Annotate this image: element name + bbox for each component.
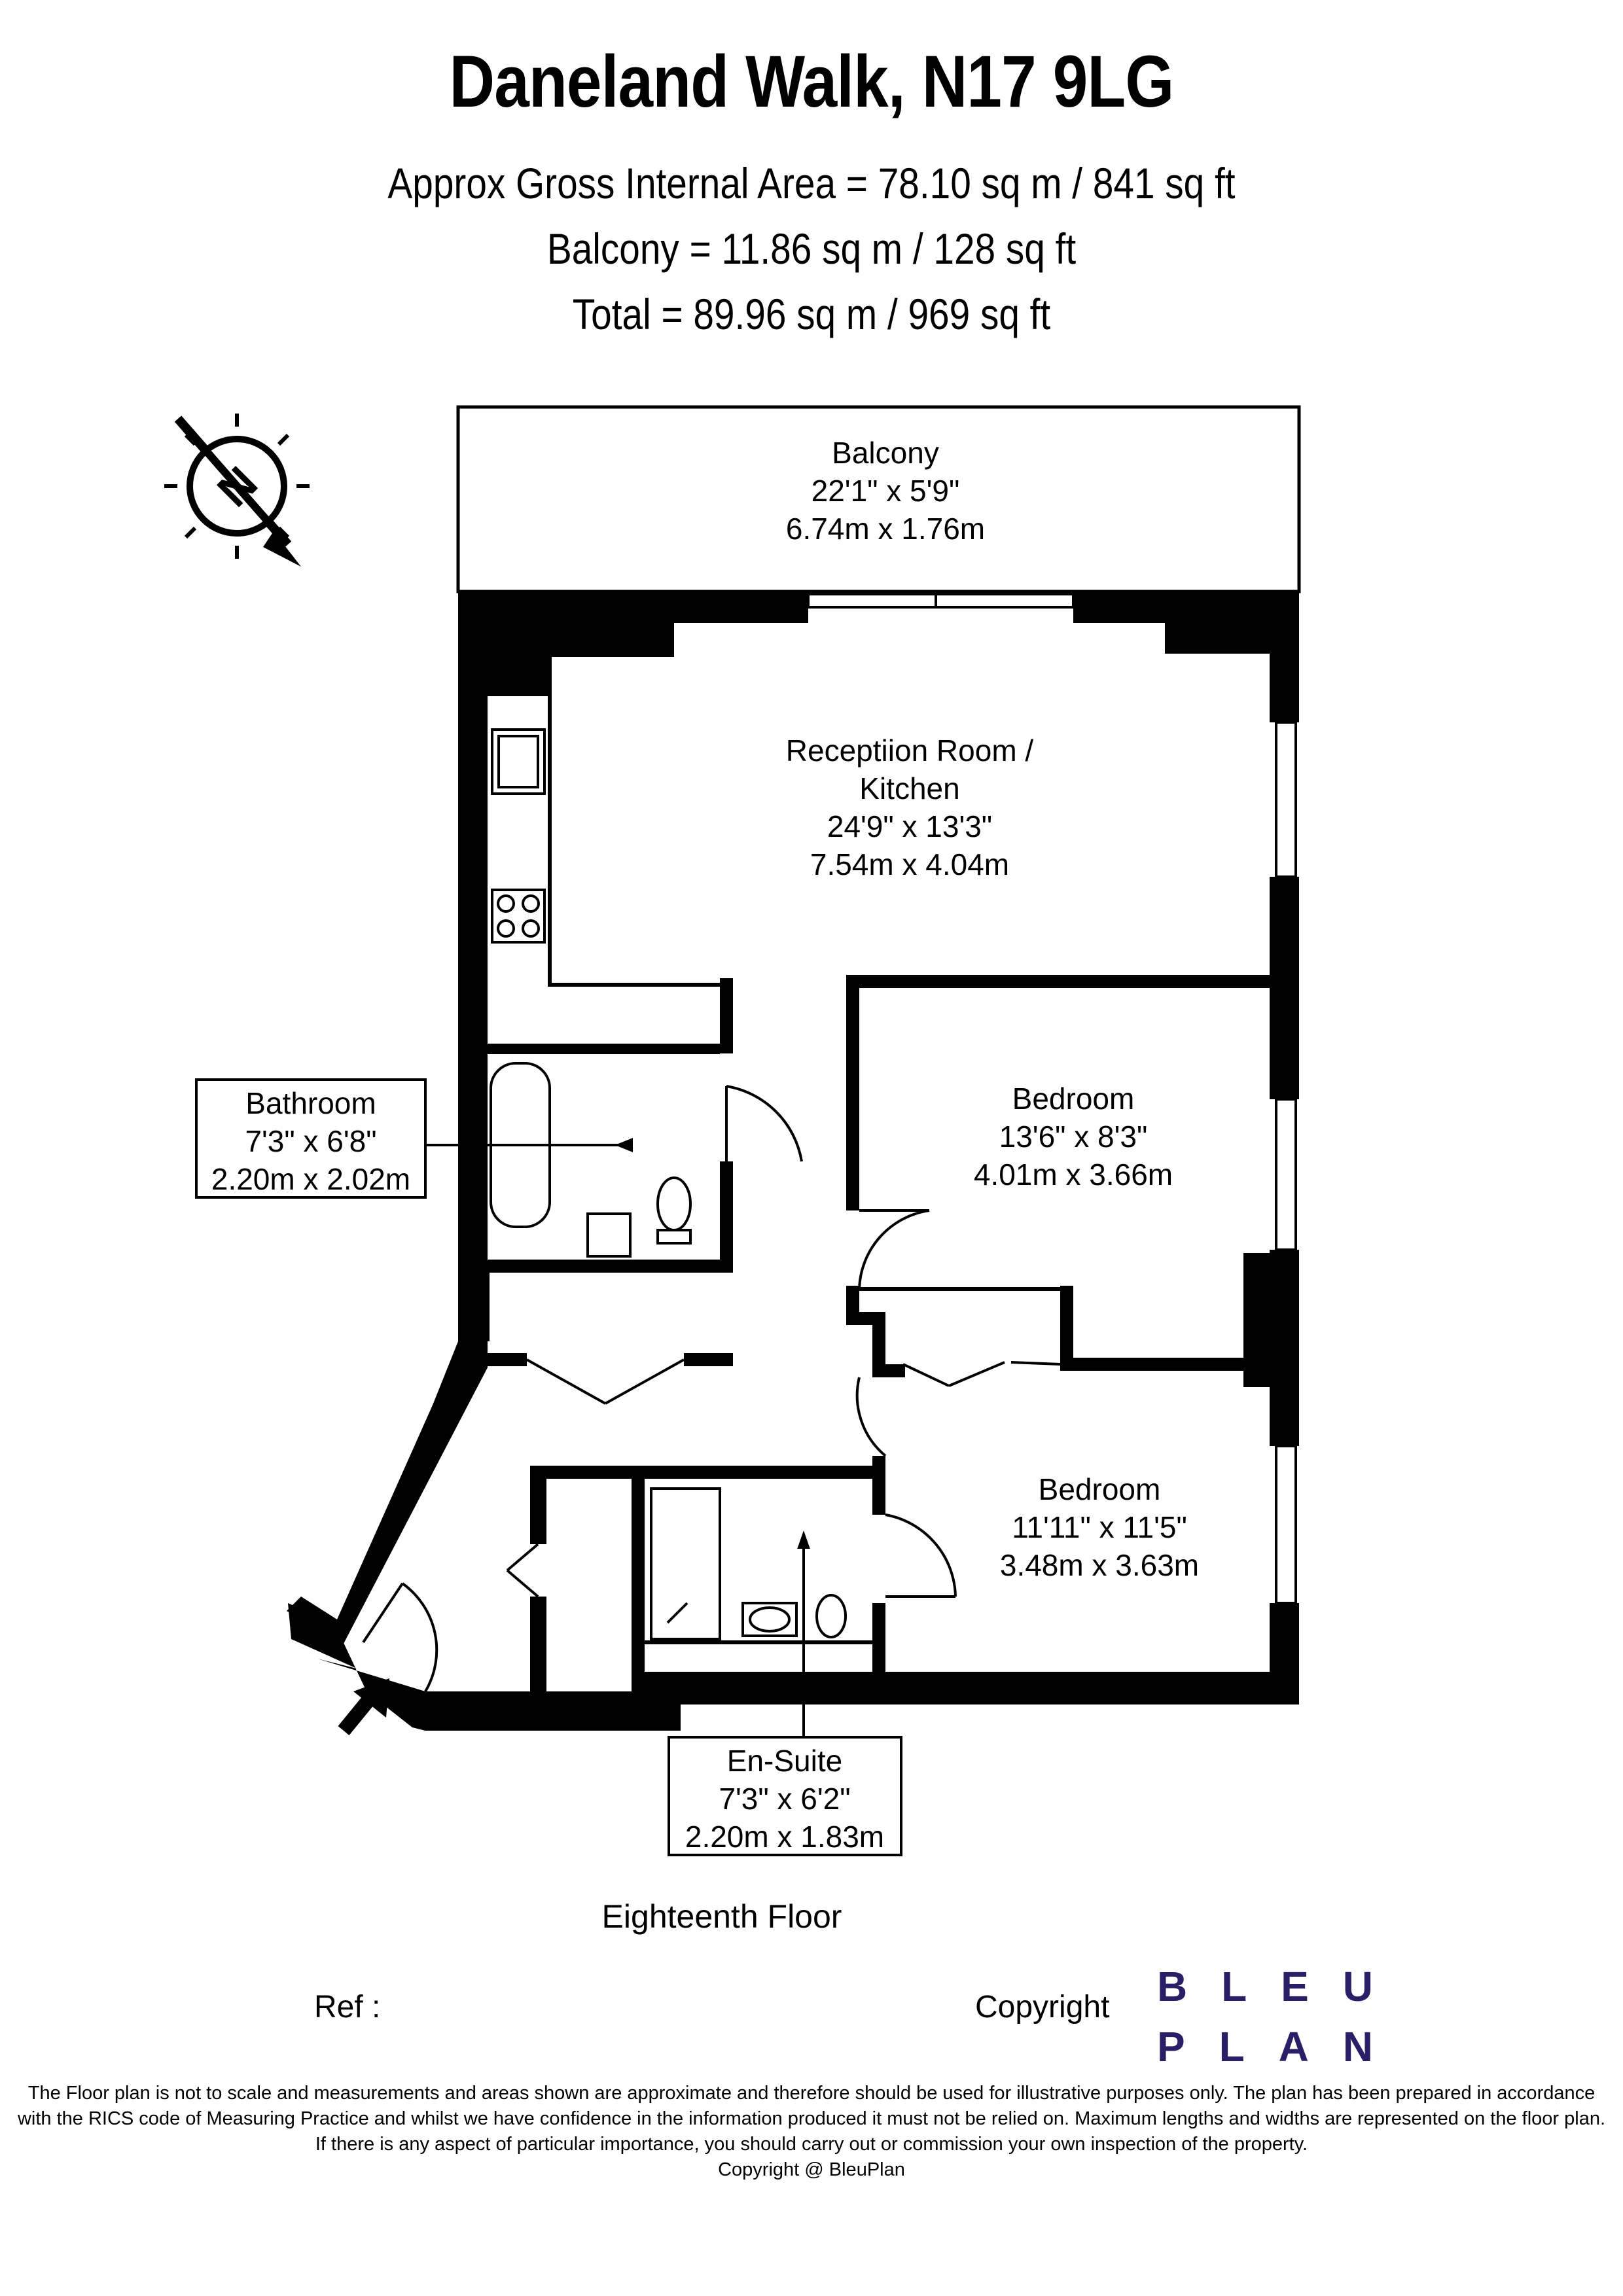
bedroom1-name: Bedroom bbox=[1012, 1082, 1135, 1116]
balcony-metric: 6.74m x 1.76m bbox=[786, 512, 985, 546]
bathroom-label-box bbox=[195, 1078, 427, 1199]
bedroom2-name: Bedroom bbox=[1039, 1472, 1161, 1506]
disclaimer-line: If there is any aspect of particular imp… bbox=[315, 2134, 1308, 2155]
entrance-arrow-icon bbox=[338, 1678, 389, 1735]
interior-walls bbox=[548, 657, 720, 987]
ref-label: Ref : bbox=[314, 1990, 381, 2024]
bathroom-name: Bathroom bbox=[245, 1086, 376, 1120]
disclaimer: The Floor plan is not to scale and measu… bbox=[0, 2081, 1623, 2183]
ensuite-metric: 2.20m x 1.83m bbox=[685, 1820, 884, 1854]
bathroom-imperial: 7'3" x 6'8" bbox=[245, 1124, 376, 1158]
area-internal: Approx Gross Internal Area = 78.10 sq m … bbox=[387, 159, 1236, 207]
bathroom-label: Bathroom 7'3" x 6'8" 2.20m x 2.02m bbox=[211, 1086, 410, 1196]
logo-line-2: P L A N bbox=[1157, 2023, 1373, 2070]
ensuite-label-box bbox=[668, 1736, 902, 1856]
kitchen-fittings bbox=[491, 728, 546, 944]
balcony-name: Balcony bbox=[832, 436, 939, 470]
disclaimer-line: Copyright @ BleuPlan bbox=[718, 2159, 905, 2180]
balcony-outline bbox=[456, 405, 1301, 593]
area-balcony: Balcony = 11.86 sq m / 128 sq ft bbox=[546, 224, 1077, 273]
reception-label: Receptiion Room / Kitchen 24'9" x 13'3" … bbox=[786, 733, 1034, 881]
reception-metric: 7.54m x 4.04m bbox=[810, 847, 1009, 881]
disclaimer-line: The Floor plan is not to scale and measu… bbox=[27, 2083, 1596, 2104]
bedroom1-label: Bedroom 13'6" x 8'3" 4.01m x 3.66m bbox=[974, 1082, 1173, 1192]
balcony-label: Balcony 22'1" x 5'9" 6.74m x 1.76m bbox=[786, 436, 985, 546]
reception-imperial: 24'9" x 13'3" bbox=[827, 809, 992, 843]
disclaimer-line: with the RICS code of Measuring Practice… bbox=[17, 2108, 1606, 2129]
bedroom2-imperial: 11'11" x 11'5" bbox=[1012, 1510, 1187, 1544]
balcony-imperial: 22'1" x 5'9" bbox=[812, 474, 960, 508]
bedroom2-label: Bedroom 11'11" x 11'5" 3.48m x 3.63m bbox=[1000, 1472, 1199, 1582]
bedroom2-metric: 3.48m x 3.63m bbox=[1000, 1548, 1199, 1582]
bedroom1-metric: 4.01m x 3.66m bbox=[974, 1157, 1173, 1192]
compass-icon: N bbox=[164, 414, 310, 567]
bathroom-metric: 2.20m x 2.02m bbox=[211, 1162, 410, 1196]
logo-line-1: B L E U bbox=[1157, 1963, 1373, 2010]
bedroom1-imperial: 13'6" x 8'3" bbox=[999, 1120, 1148, 1154]
reception-name: Receptiion Room / bbox=[786, 733, 1034, 768]
walls bbox=[287, 592, 1299, 1731]
reception-name-2: Kitchen bbox=[859, 771, 959, 805]
page-title: Daneland Walk, N17 9LG bbox=[449, 41, 1175, 122]
ensuite-label: En-Suite 7'3" x 6'2" 2.20m x 1.83m bbox=[685, 1744, 884, 1854]
ensuite-fittings bbox=[650, 1487, 957, 1737]
copyright-label: Copyright bbox=[975, 1990, 1110, 2024]
ensuite-imperial: 7'3" x 6'2" bbox=[719, 1782, 850, 1816]
area-summary: Approx Gross Internal Area = 78.10 sq m … bbox=[114, 150, 1510, 347]
bathroom-fittings bbox=[425, 1062, 803, 1258]
interior-wall-blocks bbox=[488, 975, 1270, 1691]
floor-label: Eighteenth Floor bbox=[601, 1898, 842, 1935]
windows bbox=[807, 593, 1297, 1604]
bleuplan-logo: B L E U P L A N bbox=[1157, 1956, 1373, 2077]
ensuite-name: En-Suite bbox=[727, 1744, 842, 1778]
doors bbox=[362, 1209, 1061, 1693]
area-total: Total = 89.96 sq m / 969 sq ft bbox=[572, 290, 1051, 338]
